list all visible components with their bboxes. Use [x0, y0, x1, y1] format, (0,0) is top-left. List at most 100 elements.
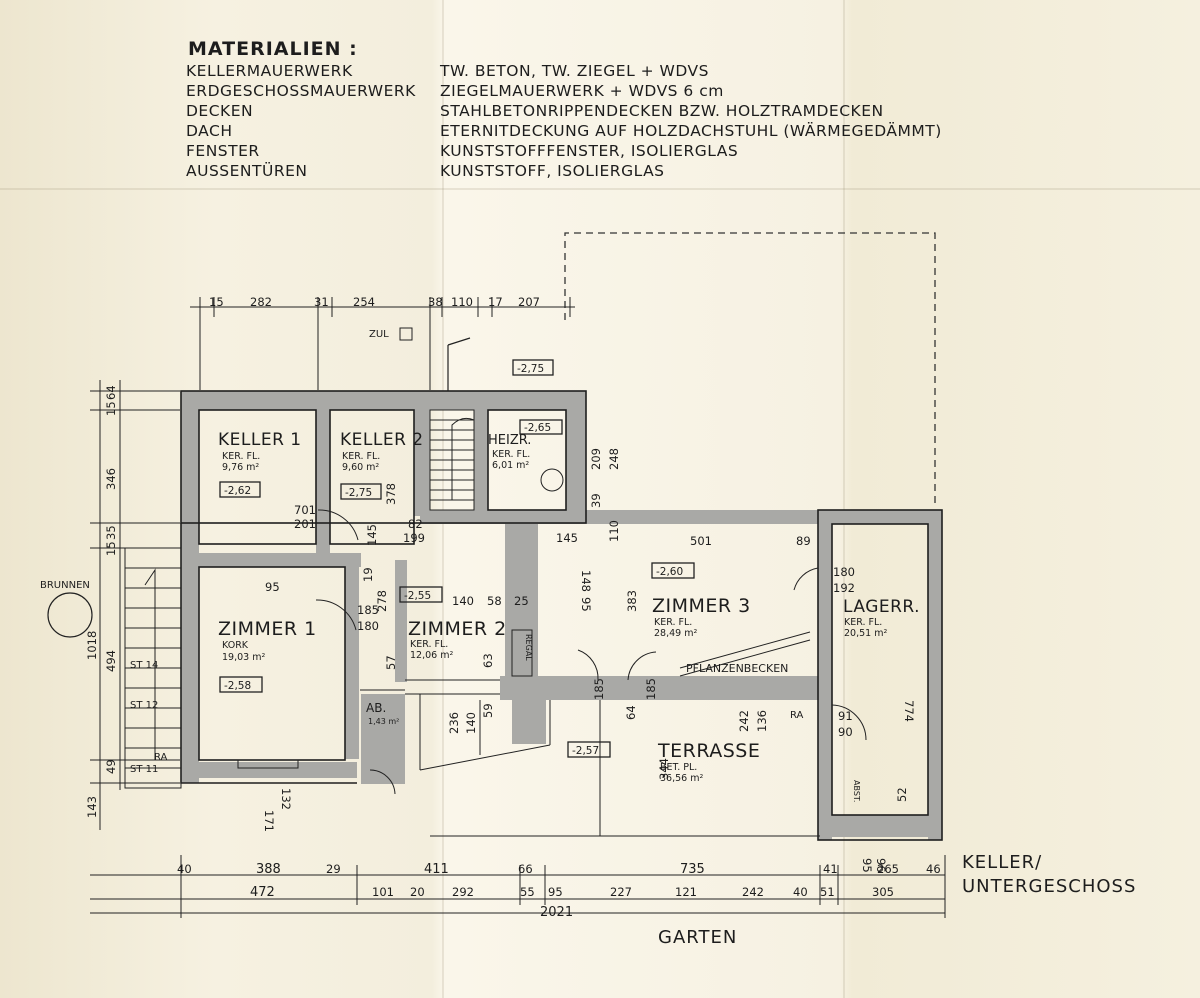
dim-bottom: 51: [820, 885, 835, 899]
dim-inner: 185: [644, 678, 658, 700]
fold-line: [442, 0, 444, 998]
ab-label: AB.: [366, 701, 386, 715]
dim-inner: 95: [860, 858, 874, 873]
room-name: KELLER 2: [340, 430, 424, 450]
dim-bottom: 40: [177, 862, 192, 876]
material-value: ZIEGELMAUERWERK + WDVS 6 cm: [440, 82, 724, 100]
dim-top: 282: [250, 295, 272, 309]
room-area: 20,51 m²: [844, 628, 887, 639]
room-level: -2,58: [224, 680, 251, 692]
material-key: AUSSENTÜREN: [186, 162, 308, 180]
dim-top: 15: [209, 295, 224, 309]
dim-inner: 180: [357, 619, 379, 633]
dim-inner: 199: [403, 531, 425, 545]
dim-left: 15: [104, 401, 118, 416]
room-area: 9,76 m²: [222, 462, 259, 473]
dim-inner: 140: [464, 712, 478, 734]
dim-inner: 25: [514, 594, 529, 608]
material-key: DECKEN: [186, 102, 254, 120]
room-name: LAGERR.: [843, 597, 920, 617]
dim-bottom: 735: [680, 862, 705, 877]
material-row: DACH ETERNITDECKUNG AUF HOLZDACHSTUHL (W…: [186, 122, 946, 142]
room-name: KELLER 1: [218, 430, 302, 450]
room-floor: KER. FL.: [492, 449, 530, 460]
room-area: 28,49 m²: [654, 628, 697, 639]
dim-bottom: 20: [410, 885, 425, 899]
ra-mark: RA: [790, 710, 804, 721]
room-level: -2,60: [656, 566, 683, 578]
dim-bottom: 305: [872, 885, 894, 899]
dim-bottom: 388: [256, 862, 281, 877]
dim-top: 38: [428, 295, 443, 309]
material-value: STAHLBETONRIPPENDECKEN BZW. HOLZTRAMDECK…: [440, 102, 884, 120]
dim-inner: 91: [838, 709, 853, 723]
dim-inner: 95: [579, 597, 593, 612]
regal-label: REGAL: [524, 634, 533, 661]
dim-bottom: 472: [250, 885, 275, 900]
dim-left: 35: [104, 525, 118, 540]
room-floor: BET. PL.: [660, 762, 697, 773]
dim-inner: 110: [607, 520, 621, 542]
dim-top: 110: [451, 295, 473, 309]
dim-bottom: 95: [548, 885, 563, 899]
step-label: ST 14: [130, 660, 158, 671]
pflanzenbecken-label: PFLANZENBECKEN: [686, 662, 788, 675]
dim-bottom: 121: [675, 885, 697, 899]
dim-left: 64: [104, 385, 118, 400]
dim-bottom: 101: [372, 885, 394, 899]
left-dimension-chain: [90, 380, 180, 830]
ab-area: 1,43 m²: [368, 717, 399, 726]
materials-legend: MATERIALIEN : KELLERMAUERWERK TW. BETON,…: [186, 38, 946, 188]
material-row: KELLERMAUERWERK TW. BETON, TW. ZIEGEL + …: [186, 62, 946, 82]
dim-inner: 59: [481, 703, 495, 718]
dim-bottom: 40: [793, 885, 808, 899]
dim-inner: 248: [607, 448, 621, 470]
left-dimension-values: 15 64 346 35 15 494 1018 49 143: [85, 385, 118, 818]
dim-inner: 278: [375, 590, 389, 612]
dim-bottom: 227: [610, 885, 632, 899]
sheet-title-line-2: UNTERGESCHOSS: [962, 876, 1136, 897]
room-area: 12,06 m²: [410, 650, 453, 661]
dim-inner: 192: [833, 581, 855, 595]
material-key: DACH: [186, 122, 233, 140]
materials-title: MATERIALIEN :: [188, 38, 358, 60]
dim-inner: 82: [408, 517, 423, 531]
stair-level: -2,75: [517, 363, 544, 375]
material-value: ETERNITDECKUNG AUF HOLZDACHSTUHL (WÄRMEG…: [440, 122, 942, 140]
top-dimension-values: 15 282 31 254 38 110 17 207: [209, 295, 540, 309]
dim-bottom: 265: [877, 862, 899, 876]
brunnen-well: [47, 592, 93, 638]
room-floor: KER. FL.: [342, 451, 380, 462]
top-dimension-chain: [190, 297, 575, 390]
room-level: -2,75: [345, 487, 372, 499]
dim-inner: 171: [262, 810, 276, 832]
room-name: HEIZR.: [488, 433, 531, 448]
dim-left: 1018: [85, 631, 99, 660]
dim-top: 207: [518, 295, 540, 309]
dim-inner: 52: [895, 787, 909, 802]
material-value: KUNSTSTOFF, ISOLIERGLAS: [440, 162, 665, 180]
dim-inner: 185: [357, 603, 379, 617]
dim-inner: 57: [384, 655, 398, 670]
room-floor: KER. FL.: [654, 617, 692, 628]
material-value: TW. BETON, TW. ZIEGEL + WDVS: [440, 62, 709, 80]
fold-line: [843, 0, 845, 998]
dim-inner: 132: [279, 788, 293, 810]
room-area: 9,60 m²: [342, 462, 379, 473]
dim-bottom: 242: [742, 885, 764, 899]
dim-inner: 136: [755, 710, 769, 732]
dim-left: 346: [104, 468, 118, 490]
room-level: -2,65: [524, 422, 551, 434]
step-labels: ST 14 ST 12 ST 11 RA RA: [130, 660, 804, 775]
dim-left: 494: [104, 650, 118, 672]
dim-inner: 383: [625, 590, 639, 612]
dim-inner: 95: [265, 580, 280, 594]
room-zimmer-1: ZIMMER 1 KORK 19,03 m² -2,58: [218, 618, 316, 693]
dim-bottom: 292: [452, 885, 474, 899]
dim-inner: 39: [589, 493, 603, 508]
room-area: 36,56 m²: [660, 773, 703, 784]
room-lagerraum: LAGERR. KER. FL. 20,51 m²: [843, 597, 920, 639]
dim-top: 17: [488, 295, 503, 309]
material-key: KELLERMAUERWERK: [186, 62, 353, 80]
